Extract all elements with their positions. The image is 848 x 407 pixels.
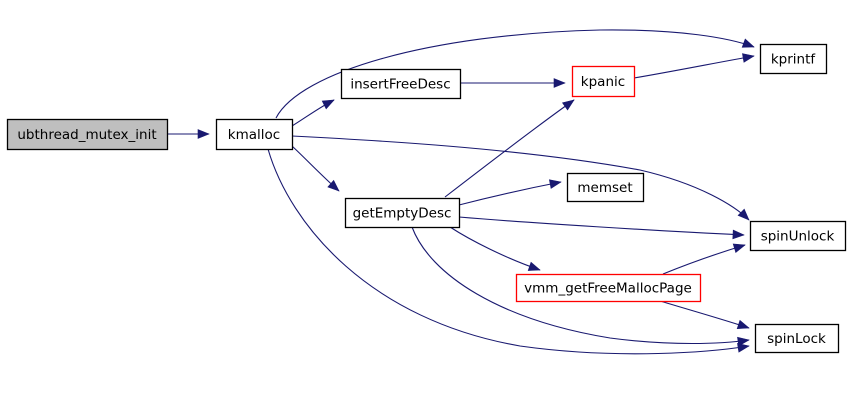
arrowhead-getEmptyDesc-to-kpanic bbox=[561, 99, 575, 111]
node-spinUnlock[interactable]: spinUnlock bbox=[749, 220, 847, 252]
edge-kmalloc-to-spinLock bbox=[267, 148, 750, 355]
node-box-insertFreeDesc[interactable] bbox=[340, 68, 462, 100]
node-memset[interactable]: memset bbox=[566, 172, 645, 203]
node-kprintf[interactable]: kprintf bbox=[759, 43, 828, 75]
node-box-getEmptyDesc[interactable] bbox=[344, 197, 461, 229]
node-box-spinUnlock[interactable] bbox=[749, 220, 847, 252]
node-label-kmalloc: kmalloc bbox=[228, 127, 280, 143]
arrowhead-getEmptyDesc-to-spinUnlock bbox=[732, 229, 745, 240]
arrowhead-vmm_getFreeMallocPage-to-spinUnlock bbox=[732, 243, 746, 253]
edge-getEmptyDesc-to-kpanic bbox=[444, 99, 575, 198]
arrowhead-ubthread_mutex_init-to-kmalloc bbox=[197, 129, 210, 139]
arrowhead-kmalloc-to-spinUnlock bbox=[737, 208, 750, 221]
edge-getEmptyDesc-to-memset bbox=[458, 181, 562, 206]
arrowhead-getEmptyDesc-to-vmm_getFreeMallocPage bbox=[527, 261, 541, 271]
arrowhead-kmalloc-to-spinLock bbox=[737, 343, 750, 353]
node-box-vmm_getFreeMallocPage[interactable] bbox=[515, 273, 702, 303]
node-box-memset[interactable] bbox=[566, 172, 645, 203]
arrowhead-getEmptyDesc-to-memset bbox=[548, 179, 562, 189]
node-vmm_getFreeMallocPage[interactable]: vmm_getFreeMallocPage bbox=[515, 273, 702, 303]
arrowhead-kmalloc-to-insertFreeDesc bbox=[321, 99, 335, 110]
edge-vmm_getFreeMallocPage-to-spinUnlock bbox=[662, 244, 746, 275]
node-getEmptyDesc[interactable]: getEmptyDesc bbox=[344, 197, 461, 229]
nodes-layer: ubthread_mutex_init kmalloc insertFreeDesc… bbox=[6, 43, 847, 354]
edge-vmm_getFreeMallocPage-to-spinLock bbox=[659, 300, 750, 329]
node-label-kpanic: kpanic bbox=[581, 74, 625, 90]
edge-getEmptyDesc-to-vmm_getFreeMallocPage bbox=[449, 226, 541, 271]
node-kpanic[interactable]: kpanic bbox=[571, 65, 636, 98]
node-label-spinUnlock: spinUnlock bbox=[761, 229, 835, 245]
node-label-vmm_getFreeMallocPage: vmm_getFreeMallocPage bbox=[524, 281, 692, 297]
node-spinLock[interactable]: spinLock bbox=[754, 323, 840, 354]
edges-layer bbox=[167, 29, 755, 355]
node-box-ubthread_mutex_init[interactable] bbox=[6, 118, 169, 151]
node-label-ubthread_mutex_init: ubthread_mutex_init bbox=[17, 127, 156, 143]
node-box-spinLock[interactable] bbox=[754, 323, 840, 354]
node-label-spinLock: spinLock bbox=[767, 331, 826, 347]
edge-kpanic-to-kprintf bbox=[633, 55, 755, 79]
edge-kmalloc-to-spinUnlock bbox=[291, 135, 750, 221]
node-box-kmalloc[interactable] bbox=[215, 118, 294, 151]
node-box-kprintf[interactable] bbox=[759, 43, 828, 75]
edge-getEmptyDesc-to-spinLock bbox=[411, 226, 750, 345]
node-box-kpanic[interactable] bbox=[571, 65, 636, 98]
arrowhead-kmalloc-to-kprintf bbox=[741, 38, 755, 48]
arrowhead-insertFreeDesc-to-kpanic bbox=[553, 78, 566, 88]
arrowhead-kmalloc-to-getEmptyDesc bbox=[327, 179, 340, 192]
node-label-getEmptyDesc: getEmptyDesc bbox=[353, 206, 452, 222]
arrowhead-vmm_getFreeMallocPage-to-spinLock bbox=[736, 319, 750, 330]
edge-kmalloc-to-kprintf bbox=[275, 29, 755, 119]
node-ubthread_mutex_init[interactable]: ubthread_mutex_init bbox=[6, 118, 169, 151]
node-label-kprintf: kprintf bbox=[771, 52, 817, 68]
node-kmalloc[interactable]: kmalloc bbox=[215, 118, 294, 151]
arrowhead-kpanic-to-kprintf bbox=[742, 53, 755, 63]
node-label-insertFreeDesc: insertFreeDesc bbox=[350, 77, 450, 93]
node-insertFreeDesc[interactable]: insertFreeDesc bbox=[340, 68, 462, 100]
edge-getEmptyDesc-to-spinUnlock bbox=[458, 216, 745, 236]
node-label-memset: memset bbox=[577, 180, 632, 196]
